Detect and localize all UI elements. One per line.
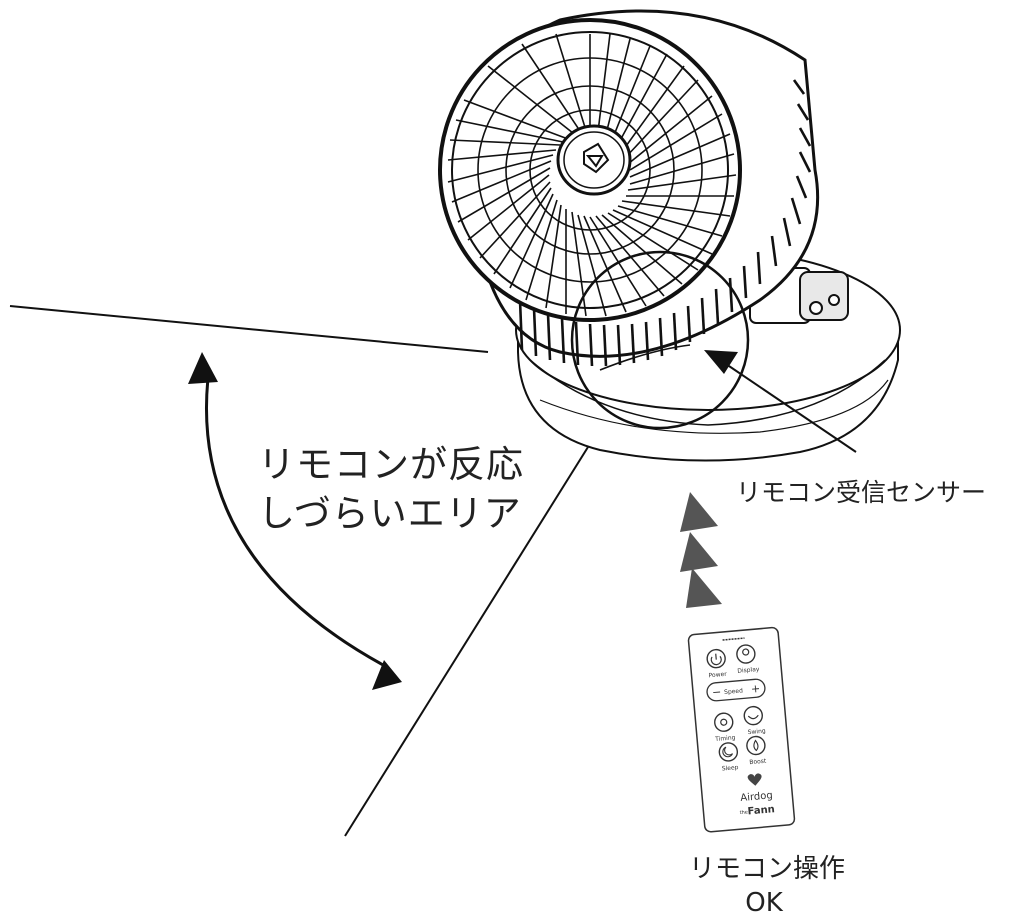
signal-arrows	[680, 492, 722, 608]
remote-operation-label: リモコン操作 OK	[689, 852, 846, 920]
lower-boundary-line	[344, 422, 604, 837]
signal-arrow-icon	[680, 532, 718, 572]
remote-model-label: Fann	[747, 804, 775, 817]
operation-label-line1: リモコン操作	[689, 854, 846, 884]
remote-sleep-label: Sleep	[722, 764, 739, 772]
svg-text:+: +	[750, 682, 760, 696]
remote-model-prefix: the	[739, 809, 748, 816]
remote-control: Power Display − Speed + Timing Swing Sle…	[687, 626, 796, 833]
sleep-icon	[718, 742, 739, 762]
heart-logo-icon	[747, 773, 762, 786]
upper-boundary-line	[9, 305, 489, 353]
remote-boost-label: Boost	[749, 758, 767, 767]
remote-display-label: Display	[737, 666, 760, 675]
sensor-label: リモコン受信センサー	[736, 478, 987, 507]
remote-swing-label: Swing	[747, 728, 766, 737]
signal-arrow-icon	[686, 568, 722, 608]
display-icon	[736, 644, 756, 664]
remote-speed-label: Speed	[724, 687, 744, 696]
power-icon	[706, 648, 726, 669]
weak-reception-area-label: リモコンが反応 しづらいエリア	[258, 440, 524, 538]
fan-head	[438, 9, 820, 367]
range-double-arrow	[188, 352, 402, 690]
remote-timing-label: Timing	[714, 734, 736, 743]
sensor-highlight-circle	[570, 250, 750, 430]
swing-icon	[743, 705, 763, 726]
boost-icon	[746, 735, 766, 756]
svg-text:−: −	[712, 685, 722, 699]
airdog-logo-icon	[583, 142, 610, 174]
area-label-line1: リモコンが反応	[258, 443, 524, 486]
area-label-line2: しづらいエリア	[258, 492, 522, 535]
sensor-callout-arrow	[704, 350, 857, 453]
signal-arrow-icon	[680, 492, 718, 532]
timing-icon	[714, 712, 734, 732]
remote-power-label: Power	[708, 671, 727, 680]
operation-label-line2: OK	[745, 888, 783, 918]
remote-brand-label: Airdog	[740, 790, 773, 804]
